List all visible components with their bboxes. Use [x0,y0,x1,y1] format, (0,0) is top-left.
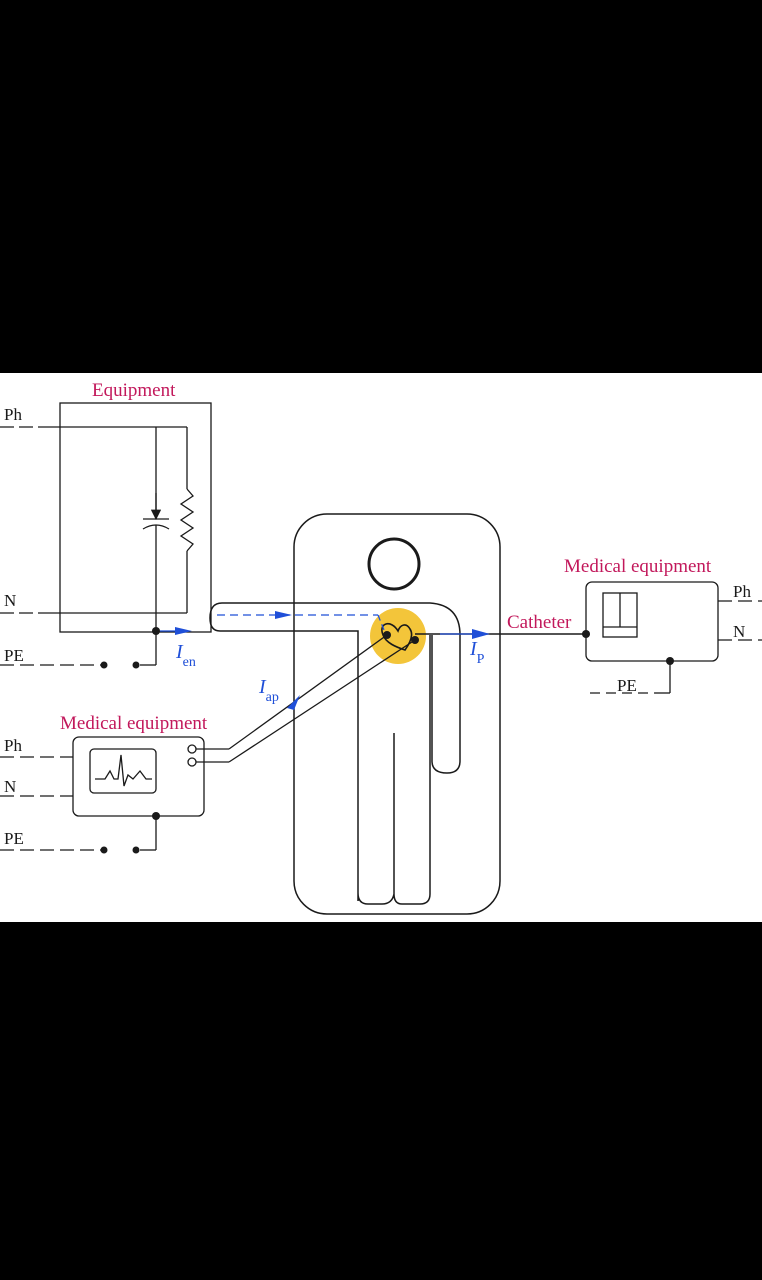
medical-left-ph-label: Ph [4,736,22,755]
catheter-label: Catheter [507,612,572,633]
medical-left-pe-label: PE [4,829,24,848]
medical-left-pe-switch-right [132,846,140,854]
medical-right-n-label: N [733,622,745,641]
medical-right-ph-label: Ph [733,582,751,601]
top-black-bar [0,0,762,373]
current-p-arrow [472,629,490,639]
equipment-box [59,402,212,633]
heart-highlight [370,608,426,664]
medical-right-title: Medical equipment [564,556,712,577]
equipment-title: Equipment [92,380,176,401]
current-p-symbol: I [469,638,478,660]
medical-left-ground-node [152,812,160,820]
medical-left-group [0,736,229,851]
medical-left-title: Medical equipment [60,713,208,734]
equipment-pe-switch-right [132,661,140,669]
leakage-current-diagram: Equipment Ph N PE Ien Iap IP Catheter [0,373,762,922]
current-ap-sub: ap [266,690,279,705]
resistor-symbol [179,488,195,552]
current-ap-symbol: I [258,676,267,698]
current-ap-label: Iap [258,676,279,705]
current-en-symbol: I [175,641,184,663]
medical-right-pe-label: PE [617,676,637,695]
current-ap-arrow [287,695,300,710]
current-en-label: Ien [175,641,196,670]
medical-right-box [585,581,719,662]
current-en-arrow [175,627,192,635]
ecg-waveform-icon [95,754,152,787]
equipment-pe-label: PE [4,646,24,665]
current-p-sub: P [477,652,485,667]
terminal-bottom [187,757,197,767]
patient-body [209,602,461,905]
heart-node-right [411,636,419,644]
ecg-screen [89,748,157,794]
patient-bed [293,513,501,915]
current-en-sub: en [183,655,196,670]
terminal-top [187,744,197,754]
medical-left-box [72,736,205,817]
patient-head [367,537,421,591]
patient-group [209,513,501,915]
current-p-label: IP [469,638,485,667]
medical-right-group [585,581,762,694]
bottom-black-bar [0,922,762,1280]
equipment-pe-switch-left [100,661,108,669]
medical-left-n-label: N [4,777,16,796]
equipment-ph-label: Ph [4,405,22,424]
medical-right-ground-node [666,657,674,665]
equipment-n-label: N [4,591,16,610]
equipment-group [0,402,212,666]
catheter-node [582,630,590,638]
heart-node-left [383,631,391,639]
equipment-ground-node [152,627,160,635]
medical-left-pe-switch-left [100,846,108,854]
